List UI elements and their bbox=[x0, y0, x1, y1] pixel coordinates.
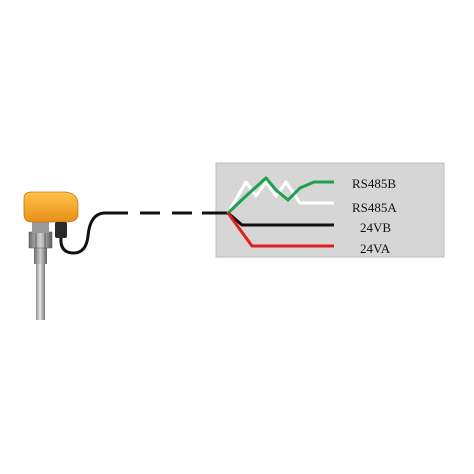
wire-bundle bbox=[226, 176, 334, 248]
wire-rs485b bbox=[226, 176, 334, 215]
wire-v24a bbox=[226, 212, 334, 248]
sensor-head bbox=[23, 191, 79, 223]
wire-rs485a bbox=[226, 180, 334, 214]
sensor-neck bbox=[32, 222, 49, 233]
level-sensor bbox=[23, 191, 79, 320]
sensor-hex-nut bbox=[28, 231, 53, 249]
label-rs485a: RS485A bbox=[352, 200, 397, 215]
label-24va: 24VA bbox=[360, 241, 391, 256]
sensor-rod bbox=[36, 262, 45, 320]
sensor-lower-fitting bbox=[34, 248, 47, 264]
terminal-panel bbox=[215, 162, 445, 258]
cable-loop bbox=[59, 211, 128, 255]
label-24vb: 24VB bbox=[360, 220, 391, 235]
signal-cable bbox=[59, 211, 228, 255]
cable-gland bbox=[55, 222, 67, 238]
label-rs485b: RS485B bbox=[352, 176, 396, 191]
